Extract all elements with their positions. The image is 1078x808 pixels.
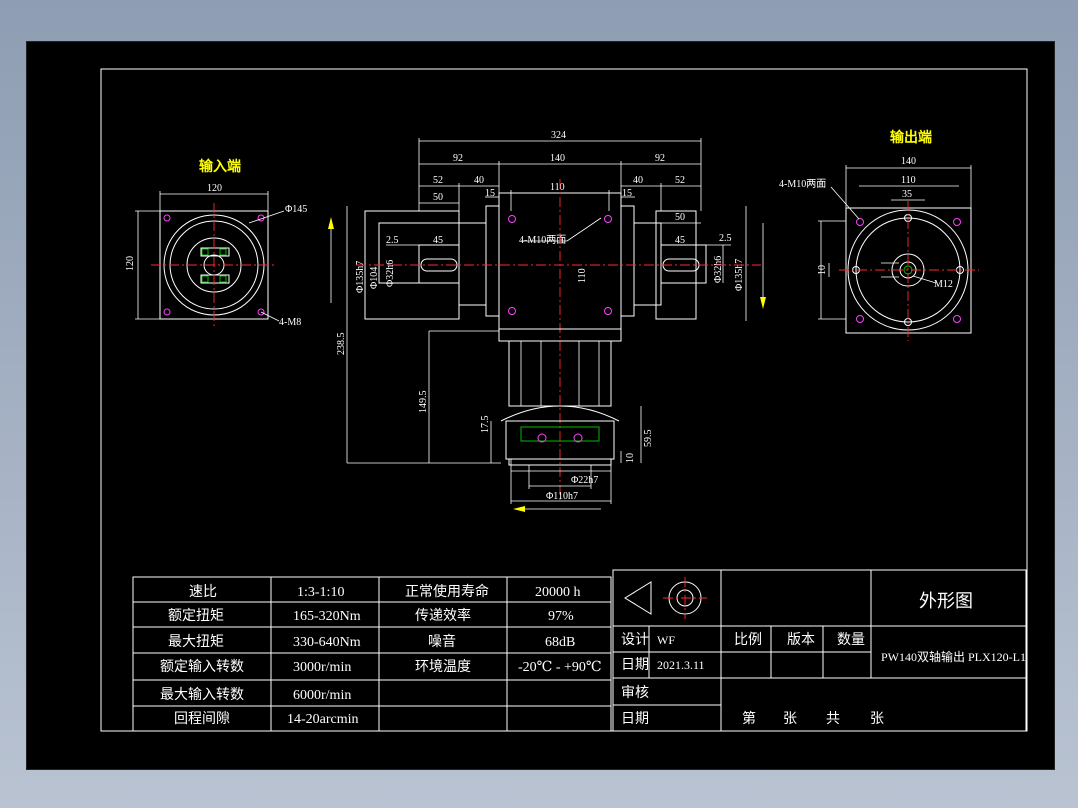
- designer-value: WF: [657, 633, 675, 647]
- spec-value: 20000 h: [535, 585, 581, 600]
- spec-label: 噪音: [428, 633, 456, 650]
- output-end-label: 输出端: [890, 129, 932, 146]
- scale-label: 比例: [734, 632, 762, 648]
- spec-label: 回程间隙: [174, 711, 230, 727]
- output-end-view: 输出端 140 110 35 4-M10两面 10 M12: [779, 129, 979, 341]
- spec-table: 速比 1:3-1:10 正常使用寿命 20000 h 额定扭矩 165-320N…: [132, 576, 612, 732]
- svg-text:2.5: 2.5: [386, 235, 399, 246]
- svg-text:4-M10两面: 4-M10两面: [519, 235, 566, 246]
- spec-value: 6000r/min: [293, 688, 351, 703]
- spec-label: 正常使用寿命: [405, 583, 489, 600]
- svg-text:110: 110: [550, 182, 565, 193]
- spec-value: 68dB: [545, 635, 575, 650]
- spec-label: 额定输入转数: [160, 659, 244, 675]
- quantity-label: 数量: [837, 632, 865, 648]
- svg-text:50: 50: [433, 192, 443, 203]
- svg-text:Φ22h7: Φ22h7: [571, 475, 598, 486]
- sheet-di: 第: [742, 710, 756, 727]
- review-label: 审核: [621, 685, 649, 701]
- spec-value: 1:3-1:10: [297, 585, 344, 600]
- svg-text:15: 15: [485, 188, 495, 199]
- date2-label: 日期: [621, 711, 649, 727]
- date-label: 日期: [621, 657, 649, 673]
- spec-label: 环境温度: [415, 659, 471, 675]
- svg-text:10: 10: [817, 265, 828, 275]
- spec-label: 传递效率: [415, 607, 471, 624]
- svg-text:324: 324: [551, 130, 566, 141]
- svg-text:238.5: 238.5: [336, 333, 347, 356]
- svg-text:2.5: 2.5: [719, 233, 732, 244]
- spec-label: 额定扭矩: [168, 608, 224, 624]
- svg-text:45: 45: [675, 235, 685, 246]
- version-label: 版本: [787, 632, 815, 648]
- svg-text:92: 92: [655, 153, 665, 164]
- spec-value: -20℃ - +90℃: [518, 660, 602, 675]
- sheet-zhang-2: 张: [870, 711, 884, 727]
- sheet-zhang-1: 张: [783, 711, 797, 727]
- svg-text:Φ145: Φ145: [285, 204, 307, 215]
- drawing-name: PW140双轴输出 PLX120-L1: [881, 649, 1026, 664]
- svg-text:Φ104: Φ104: [369, 267, 380, 289]
- title-block: 外形图 设计 WF 比例 版本 数量 PW140双轴输出 PLX120-L1 日…: [612, 569, 1027, 732]
- svg-text:52: 52: [675, 175, 685, 186]
- svg-text:4-M10两面: 4-M10两面: [779, 179, 826, 190]
- svg-text:35: 35: [902, 189, 912, 200]
- spec-label: 最大输入转数: [160, 687, 244, 703]
- svg-text:140: 140: [901, 156, 916, 167]
- svg-text:120: 120: [125, 256, 136, 271]
- spec-value: 97%: [548, 609, 574, 624]
- spec-label: 最大扭矩: [168, 634, 224, 650]
- svg-text:120: 120: [207, 183, 222, 194]
- svg-text:Φ110h7: Φ110h7: [546, 491, 578, 502]
- svg-text:110: 110: [901, 175, 916, 186]
- spec-value: 330-640Nm: [293, 635, 361, 650]
- spec-value: 3000r/min: [293, 660, 351, 675]
- svg-text:40: 40: [633, 175, 643, 186]
- front-section-view: 324 92 140 92 52 40 40 52 50 15 15 50 11…: [328, 130, 766, 512]
- svg-text:59.5: 59.5: [643, 430, 654, 448]
- cad-drawing-window[interactable]: 输入端 120 120 Φ145 4-M8 324: [26, 41, 1055, 770]
- svg-text:149.5: 149.5: [418, 391, 429, 414]
- input-end-label: 输入端: [199, 158, 241, 175]
- svg-text:Φ32h6: Φ32h6: [385, 260, 396, 287]
- svg-text:Φ135h7: Φ135h7: [734, 259, 745, 291]
- svg-text:M12: M12: [934, 279, 953, 290]
- svg-text:140: 140: [550, 153, 565, 164]
- input-end-view: 输入端 120 120 Φ145 4-M8: [125, 158, 307, 328]
- spec-label: 速比: [189, 584, 217, 600]
- svg-text:110: 110: [577, 268, 588, 283]
- svg-text:45: 45: [433, 235, 443, 246]
- spec-value: 14-20arcmin: [287, 712, 359, 727]
- designer-label: 设计: [621, 632, 649, 648]
- date-value: 2021.3.11: [657, 658, 705, 672]
- spec-value: 165-320Nm: [293, 609, 361, 624]
- svg-text:52: 52: [433, 175, 443, 186]
- drawing-title: 外形图: [919, 591, 973, 611]
- svg-text:Φ135h7: Φ135h7: [355, 261, 366, 293]
- svg-text:15: 15: [622, 188, 632, 199]
- svg-text:92: 92: [453, 153, 463, 164]
- svg-text:10: 10: [625, 453, 636, 463]
- sheet-gong: 共: [826, 711, 840, 727]
- drawing-canvas: 输入端 120 120 Φ145 4-M8 324: [100, 68, 1028, 732]
- svg-text:50: 50: [675, 212, 685, 223]
- svg-text:4-M8: 4-M8: [279, 317, 301, 328]
- projection-symbol-icon: [624, 577, 707, 619]
- svg-text:17.5: 17.5: [480, 416, 491, 434]
- svg-text:Φ32h6: Φ32h6: [713, 256, 724, 283]
- svg-text:40: 40: [474, 175, 484, 186]
